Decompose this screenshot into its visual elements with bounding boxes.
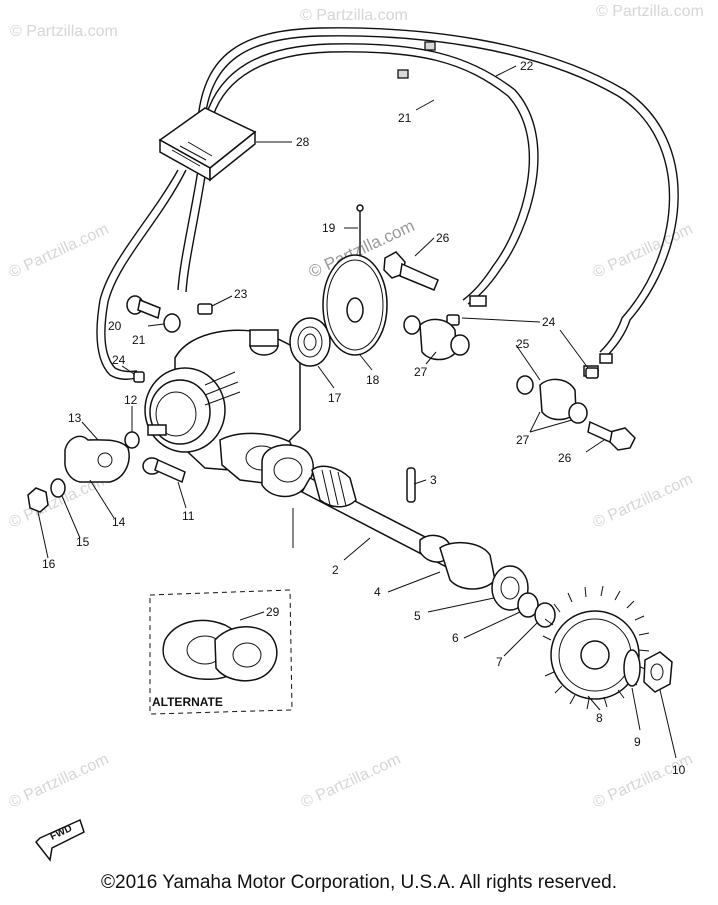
callout-14: 14 bbox=[112, 515, 126, 529]
washer-6 bbox=[517, 592, 539, 618]
watermark: © Partzilla.com bbox=[300, 7, 408, 24]
collar-4 bbox=[439, 541, 496, 590]
callout-15: 15 bbox=[76, 535, 90, 549]
callout-7: 7 bbox=[496, 655, 503, 669]
callout-numbers: 22 21 28 19 26 23 20 21 24 24 25 17 18 2… bbox=[42, 59, 686, 777]
callout-16: 16 bbox=[42, 557, 56, 571]
watermark: © Partzilla.com bbox=[596, 3, 704, 20]
fitting-24 bbox=[585, 367, 599, 379]
nut-10-hole bbox=[650, 663, 664, 681]
gear-plate-18 bbox=[322, 254, 388, 356]
cover-13 bbox=[64, 435, 130, 483]
callout-20: 20 bbox=[108, 319, 122, 333]
washer-27 bbox=[403, 315, 421, 335]
callout-22: 22 bbox=[520, 59, 534, 73]
callout-10: 10 bbox=[672, 763, 686, 777]
callout-12: 12 bbox=[124, 393, 138, 407]
callout-27: 27 bbox=[516, 433, 530, 447]
callout-13: 13 bbox=[68, 411, 82, 425]
watermark: © Partzilla.com bbox=[591, 471, 696, 532]
alternate-box: ALTERNATE bbox=[149, 589, 293, 715]
watermark: © Partzilla.com bbox=[299, 751, 404, 812]
watermark: © Partzilla.com bbox=[10, 23, 118, 40]
leader-lines bbox=[37, 65, 677, 759]
callout-29: 29 bbox=[266, 605, 280, 619]
watermark: © Partzilla.com bbox=[7, 751, 112, 812]
callout-24: 24 bbox=[112, 353, 126, 367]
callout-4: 4 bbox=[374, 585, 381, 599]
callout-19: 19 bbox=[322, 221, 336, 235]
watermark: © Partzilla.com bbox=[7, 221, 112, 282]
callout-6: 6 bbox=[452, 631, 459, 645]
banjo-25 bbox=[419, 318, 577, 421]
washer-5-hole bbox=[500, 576, 520, 600]
bolt-26 bbox=[587, 420, 636, 451]
bearing-17 bbox=[289, 317, 331, 367]
drive-gear-8 bbox=[542, 585, 650, 710]
fitting-24 bbox=[446, 314, 460, 326]
washer-12 bbox=[124, 431, 140, 449]
callout-18: 18 bbox=[366, 373, 380, 387]
callout-23: 21 bbox=[398, 111, 412, 125]
fwd-arrow: FWD bbox=[35, 818, 85, 862]
callout-9: 9 bbox=[634, 735, 641, 749]
washer-7 bbox=[534, 602, 556, 628]
washer-27 bbox=[568, 402, 588, 424]
callout-26: 26 bbox=[436, 231, 450, 245]
callout-26: 26 bbox=[558, 451, 572, 465]
pipe-clip bbox=[469, 295, 487, 307]
watermark: © Partzilla.com bbox=[591, 751, 696, 812]
callout-24: 23 bbox=[234, 287, 248, 301]
callout-21: 21 bbox=[132, 333, 146, 347]
bolt-20 bbox=[126, 295, 161, 320]
copyright-notice: ©2016 Yamaha Motor Corporation, U.S.A. A… bbox=[101, 872, 617, 893]
fitting-24 bbox=[133, 371, 145, 383]
callout-27: 27 bbox=[414, 365, 428, 379]
pipe-clip bbox=[599, 353, 613, 364]
clamp-28 bbox=[158, 107, 257, 182]
washer-27 bbox=[450, 334, 470, 356]
oil-pipes bbox=[96, 27, 679, 380]
bolt-11 bbox=[142, 457, 186, 484]
callout-5: 5 bbox=[414, 609, 421, 623]
callout-11: 11 bbox=[182, 509, 195, 523]
washer-15 bbox=[50, 478, 66, 498]
callout-3: 3 bbox=[430, 473, 437, 487]
callout-8: 8 bbox=[596, 711, 603, 725]
nut-10 bbox=[643, 651, 673, 693]
washer-9 bbox=[623, 649, 641, 687]
callout-17: 17 bbox=[328, 391, 342, 405]
alternate-label: ALTERNATE bbox=[152, 695, 223, 709]
washer-21 bbox=[163, 313, 181, 333]
pipe-joint bbox=[397, 69, 409, 79]
bolt-26 bbox=[383, 251, 439, 291]
fitting-24 bbox=[197, 303, 213, 315]
callout-2: 2 bbox=[332, 563, 339, 577]
callout-25: 25 bbox=[516, 337, 530, 351]
watermark: © Partzilla.com bbox=[591, 221, 696, 282]
callout-24: 24 bbox=[542, 315, 556, 329]
nut-16 bbox=[27, 487, 49, 513]
oil-pump-assembly bbox=[144, 329, 301, 486]
pipe-joint bbox=[424, 41, 436, 51]
callout-28: 28 bbox=[296, 135, 310, 149]
pin-3 bbox=[406, 467, 416, 503]
washer-27 bbox=[516, 375, 534, 395]
pin-19-head bbox=[356, 204, 364, 212]
